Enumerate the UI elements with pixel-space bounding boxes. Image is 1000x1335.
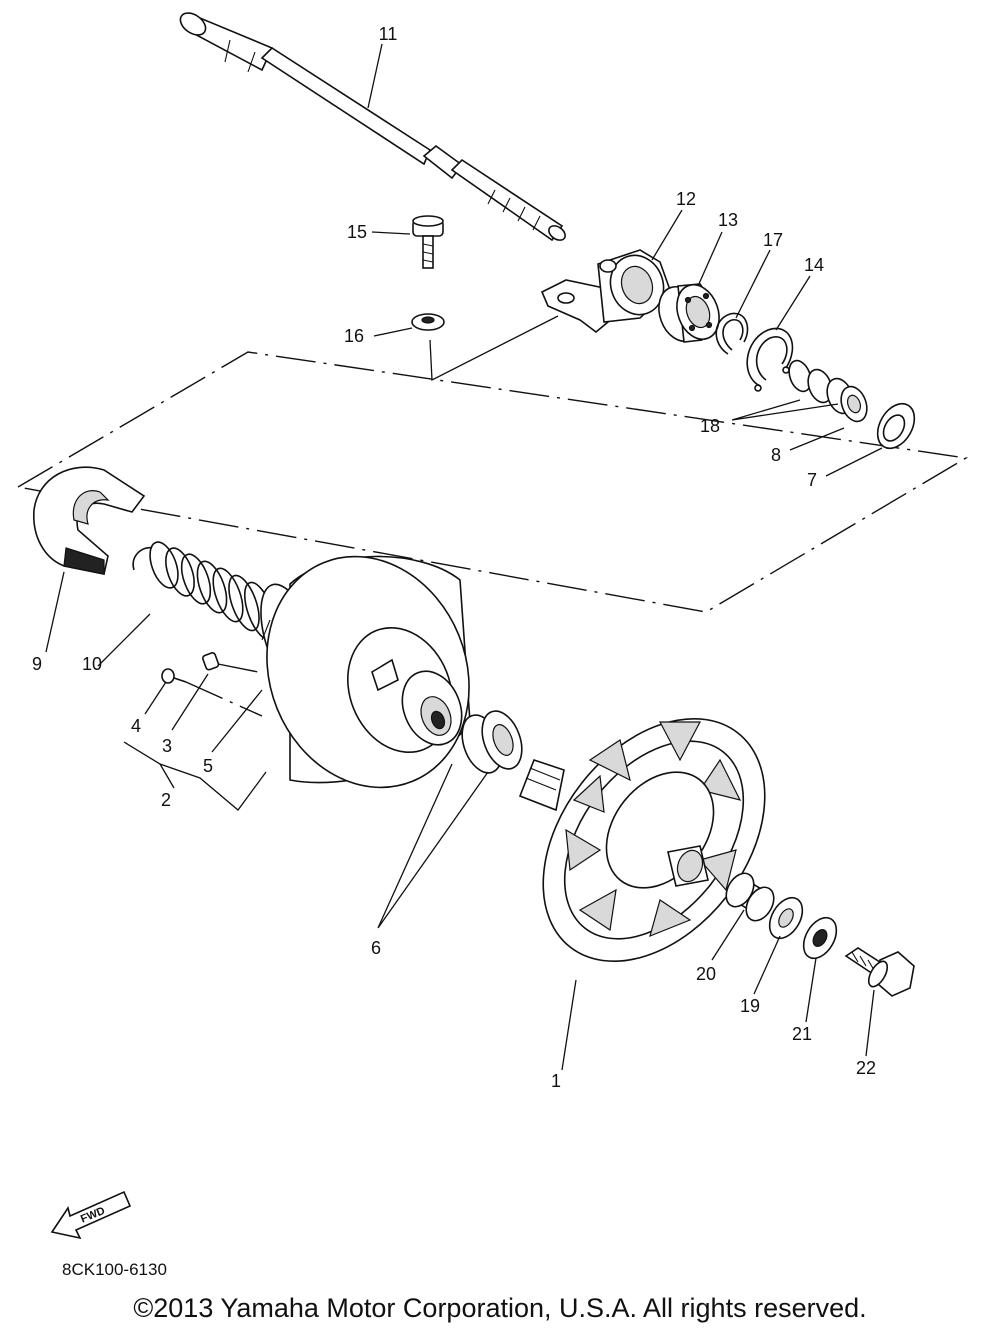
callout-14: 14 <box>804 255 824 275</box>
bushing-part-6 <box>461 710 523 774</box>
shaft-part-11 <box>179 12 566 242</box>
callout-20: 20 <box>696 964 716 984</box>
centerline-3 <box>217 663 259 673</box>
spring-part-10 <box>132 541 277 641</box>
movable-sheave-part-5 <box>260 555 471 789</box>
callout-9: 9 <box>32 654 42 674</box>
bearing-housing-part-12 <box>540 249 671 334</box>
screw-part-4 <box>161 668 187 684</box>
callout-13: 13 <box>718 210 738 230</box>
bearing-part-13 <box>658 283 720 343</box>
callout-12: 12 <box>676 189 696 209</box>
callout-10: 10 <box>82 654 102 674</box>
leader-lines <box>45 43 883 1071</box>
spring-cam-part-9 <box>33 466 146 575</box>
callout-21: 21 <box>792 1024 812 1044</box>
callout-6: 6 <box>371 938 381 958</box>
callout-1: 1 <box>551 1071 561 1091</box>
spacer-part-20 <box>725 872 775 922</box>
fwd-arrow-icon: FWD <box>50 1190 132 1240</box>
callout-22: 22 <box>856 1058 876 1078</box>
callout-5: 5 <box>203 756 213 776</box>
bolt-part-15 <box>412 215 444 269</box>
callout-3: 3 <box>162 736 172 756</box>
callout-7: 7 <box>807 470 817 490</box>
diagram-code: 8CK100-6130 <box>62 1260 167 1279</box>
callout-labels: 11 15 16 12 13 17 14 18 8 7 9 10 4 3 5 2… <box>32 24 876 1091</box>
callout-11: 11 <box>379 24 398 44</box>
snap-ring-part-17 <box>715 312 749 355</box>
copyright-notice: ©2013 Yamaha Motor Corporation, U.S.A. A… <box>133 1293 867 1323</box>
callout-16: 16 <box>344 326 364 346</box>
callout-8: 8 <box>771 445 781 465</box>
circlip-part-14 <box>746 327 794 392</box>
callout-15: 15 <box>347 222 367 242</box>
slider-part-3 <box>202 652 220 671</box>
callout-18: 18 <box>700 416 720 436</box>
callout-19: 19 <box>740 996 760 1016</box>
callout-4: 4 <box>131 716 141 736</box>
washer-part-7 <box>876 402 916 450</box>
assembly-boundary <box>16 351 969 613</box>
callout-2: 2 <box>161 790 171 810</box>
callout-17: 17 <box>763 230 783 250</box>
washer-part-19 <box>768 896 804 940</box>
fixed-sheave-part-1 <box>518 717 766 963</box>
flange-bolt-part-22 <box>844 947 915 997</box>
spacer-rings-part-18 <box>788 359 868 423</box>
washer-part-21 <box>802 916 838 960</box>
washer-part-16 <box>411 313 559 382</box>
centerline-2 <box>185 681 263 717</box>
